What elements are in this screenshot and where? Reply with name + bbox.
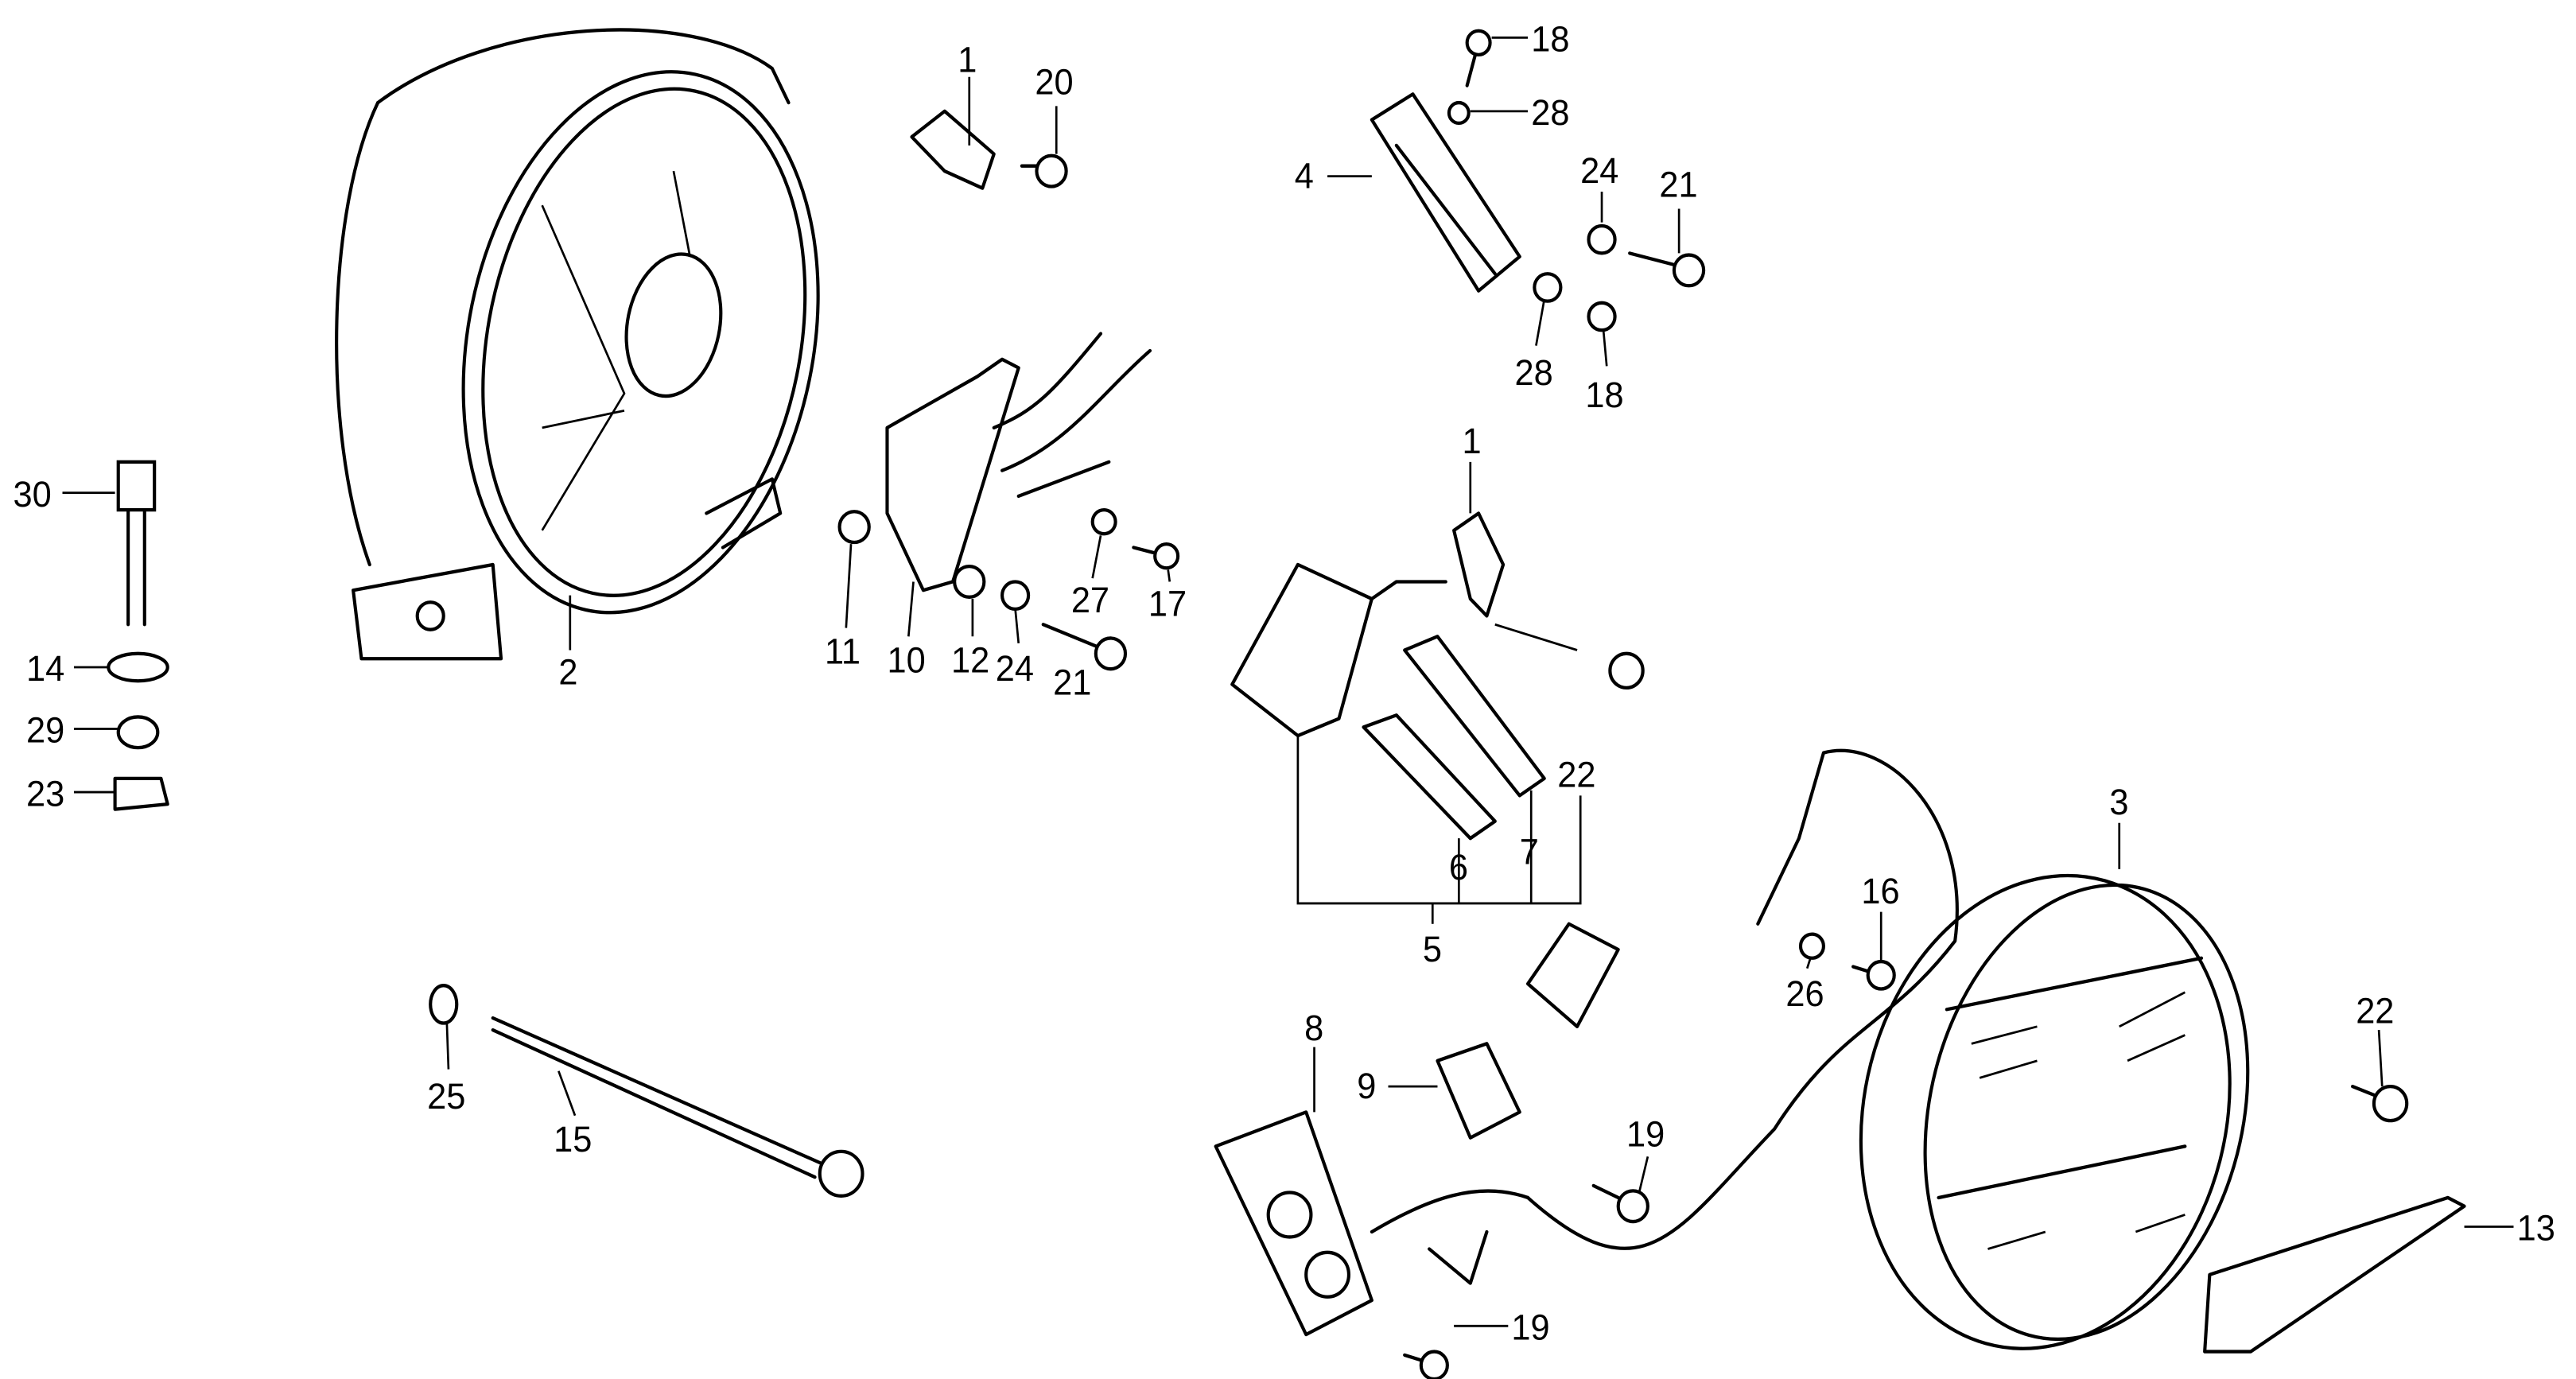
part-8-rectifier [1214,1110,1373,1337]
part-17-screw [1132,542,1180,570]
part-1-clip-mid [1452,511,1506,618]
callout-2: 2 [558,653,577,693]
callout-9: 9 [1357,1066,1376,1106]
callout-19-bottom: 19 [1511,1308,1549,1348]
callout-27: 27 [1071,581,1109,620]
part-2-housing [335,28,820,661]
callout-8: 8 [1304,1008,1323,1048]
callout-24-top: 24 [1580,151,1618,191]
part-9-condenser [1436,922,1620,1140]
callout-14: 14 [26,649,64,689]
callout-19-mid: 19 [1626,1115,1665,1155]
leader-lines [62,36,2514,1327]
part-24-washer-top [1587,223,1617,255]
callout-23: 23 [26,775,64,814]
part-7-brush [1403,635,1546,798]
part-27-washer [1090,507,1117,536]
part-6-brush [1362,713,1497,841]
part-1-clip [910,109,996,190]
part-3-end-cover [1859,873,2250,1350]
callout-5: 5 [1423,930,1442,969]
part-24-washer-mid [1000,580,1031,612]
part-16-screw [1851,959,1896,991]
part-19-screw-mid [1591,1183,1649,1224]
part-18-screw-lower [1587,301,1617,332]
callout-12: 12 [951,641,989,681]
part-22-screw-right [2351,1084,2409,1123]
callout-30: 30 [14,475,52,515]
callout-7: 7 [1520,833,1539,872]
callout-1-top: 1 [958,41,977,80]
part-14-washer [107,651,169,683]
callout-16: 16 [1861,872,1899,911]
callout-18-lower: 18 [1585,375,1623,415]
callout-11: 11 [825,632,861,672]
callout-28-lower: 28 [1515,353,1553,393]
part-25-nut [429,984,459,1025]
callout-28-top: 28 [1531,93,1569,133]
part-22-screw-mid [1494,623,1645,690]
callout-26: 26 [1785,974,1824,1014]
part-10-terminal-plate [885,357,1020,592]
part-20-screw [1020,153,1068,188]
callout-15: 15 [554,1120,592,1160]
callout-1-mid: 1 [1462,421,1481,461]
callout-25: 25 [427,1077,465,1117]
part-15-through-bolt [491,1016,864,1198]
callout-4: 4 [1295,157,1314,196]
callout-24-mid: 24 [996,649,1034,689]
callout-10: 10 [887,641,925,681]
part-11-collar [837,510,871,545]
part-5-brush-holder-assy [1230,562,1373,738]
callout-18-top: 18 [1531,20,1569,60]
callout-21-top: 21 [1659,165,1697,205]
callout-17: 17 [1148,585,1187,624]
part-21-screw-top [1628,251,1706,288]
part-30-bolt [116,460,157,627]
callout-29: 29 [26,711,64,751]
part-19-screw-bottom [1403,1350,1449,1379]
callout-20: 20 [1035,63,1073,103]
part-28-washer-top [1447,100,1471,126]
callout-21-mid: 21 [1053,663,1091,703]
wire-harness [1526,748,1959,1250]
part-18-screw-top [1465,29,1492,87]
part-23-nut [113,776,169,811]
part-29-lock-washer [116,715,160,750]
part-28-washer-lower [1533,272,1563,303]
callout-6: 6 [1449,848,1468,888]
part-13-label-plate [2203,1195,2466,1354]
part-26-washer [1798,932,1825,960]
part-21-screw-mid [1041,623,1128,671]
callout-labels: 1 20 18 28 4 24 21 28 18 30 14 29 23 2 1… [14,20,2555,1348]
part-4-brush-holder [1370,92,1521,293]
callout-22-mid: 22 [1557,756,1595,795]
part-12-washer [953,564,986,599]
callout-3: 3 [2109,783,2128,822]
callout-22-right: 22 [2356,992,2394,1031]
callout-13: 13 [2517,1209,2555,1249]
